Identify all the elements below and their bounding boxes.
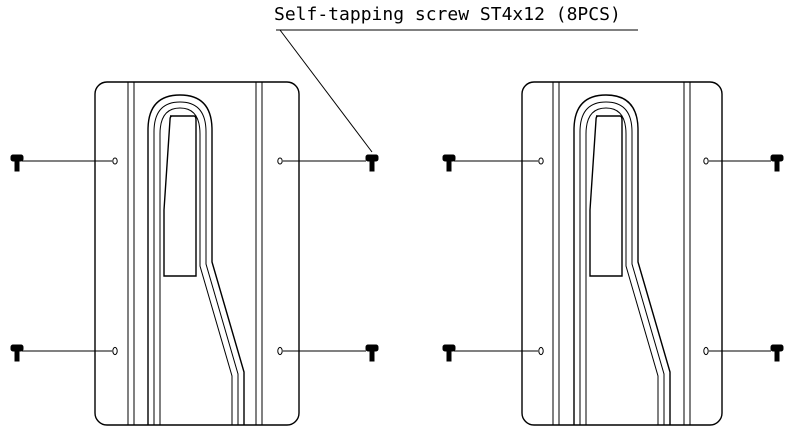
- right-bracket-plate: [521, 81, 723, 426]
- screw-icon: [442, 344, 538, 362]
- screw-icon: [709, 344, 784, 362]
- left-bracket-plate: [94, 81, 300, 426]
- screw-callout-label: Self-tapping screw ST4x12 (8PCS): [274, 4, 621, 25]
- screw-icon: [283, 154, 379, 172]
- callout-leader: [276, 29, 638, 153]
- screw-icon: [10, 154, 112, 172]
- screw-icon: [709, 154, 784, 172]
- screw-icon: [442, 154, 538, 172]
- screw-icon: [10, 344, 112, 362]
- screw-icon: [283, 344, 379, 362]
